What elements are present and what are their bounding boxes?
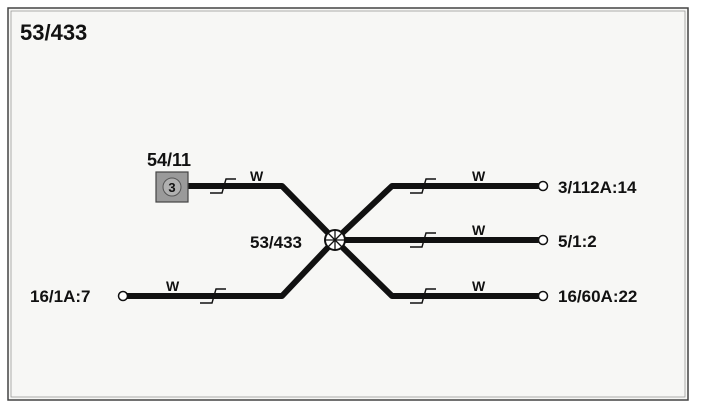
wire-left [123,237,338,299]
wire-color-right-middle: W [472,222,486,238]
shield-mark-right-bottom [410,288,436,304]
connector-terminal-right-bottom [537,290,549,302]
connector-terminal-right-middle [537,234,549,246]
shield-mark-left [200,288,226,304]
shield-mark-right-middle [410,232,436,248]
wire-color-right-top: W [472,168,486,184]
diagram-title: 53/433 [20,20,87,45]
connector-right-middle-label: 5/1:2 [558,232,597,251]
diagram-frame-inner [10,10,686,398]
wire-right-top [332,183,541,243]
splice-point-icon [324,229,346,251]
wire-color-component: W [250,168,264,184]
component-label: 54/11 [147,150,191,170]
connector-right-top-label: 3/112A:14 [558,178,637,197]
connector-right-bottom-label: 16/60A:22 [558,287,637,306]
connector-terminal-left [117,290,129,302]
component-pin-number: 3 [168,180,175,195]
connector-left-label: 16/1A:7 [30,287,90,306]
shield-mark-component [210,178,236,194]
splice-label: 53/433 [250,233,302,252]
diagram-frame [7,7,689,401]
wire-right-bottom [332,237,541,299]
connector-terminal-right-top [537,180,549,192]
wire-component [185,183,338,243]
shield-mark-right-top [410,178,436,194]
wire-color-right-bottom: W [472,278,486,294]
component-box: 3 [155,171,189,203]
wire-color-left: W [166,278,180,294]
